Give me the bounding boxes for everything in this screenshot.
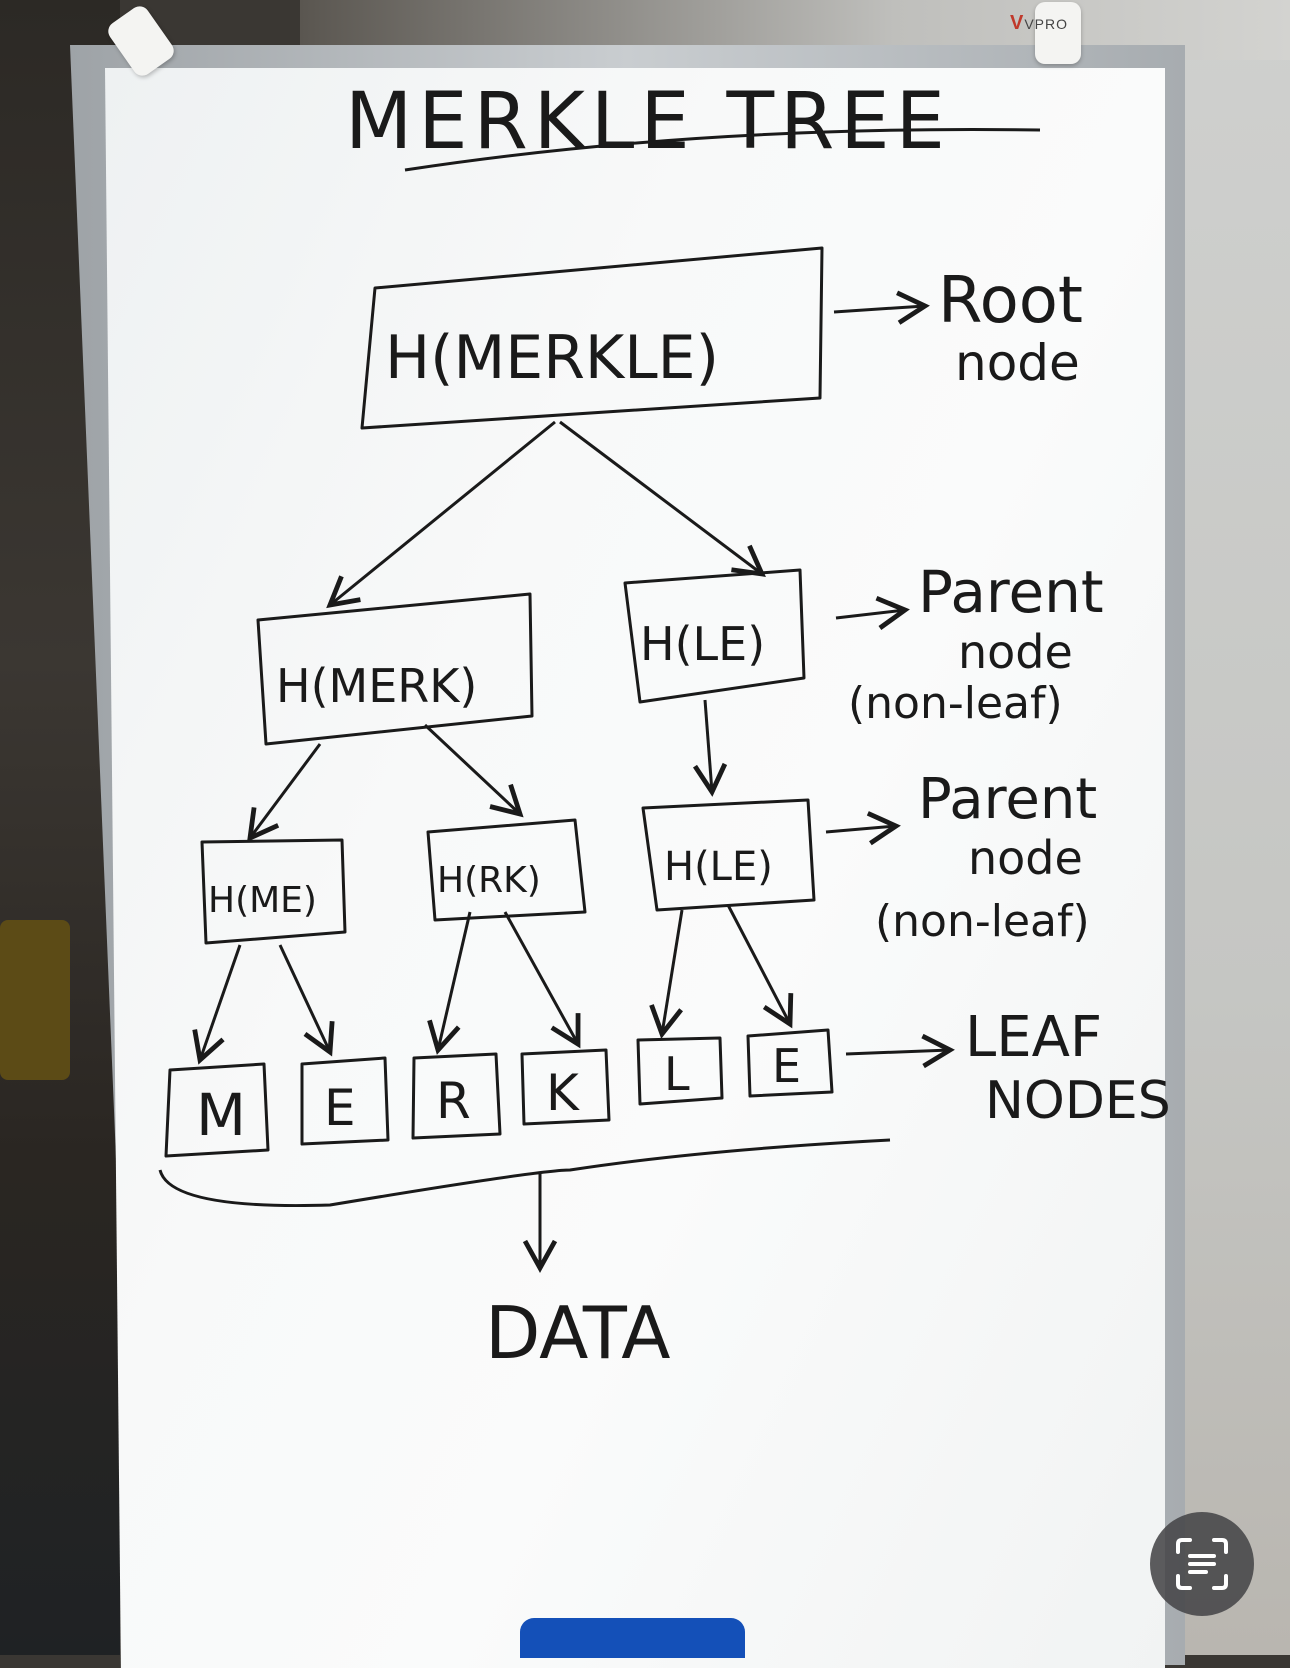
edge-rk-r <box>427 911 472 1055</box>
parent2-annotation-line3: (non-leaf) <box>875 896 1090 947</box>
whiteboard <box>105 68 1165 1668</box>
brand-label: VVPRO <box>1010 12 1069 34</box>
parent1-annotation-line1: Parent <box>918 558 1104 626</box>
leaf-label-k: K <box>546 1064 580 1122</box>
edge-root-le <box>559 420 766 577</box>
leaf-box-e2 <box>746 1028 834 1098</box>
leaf-label-m: M <box>196 1081 246 1149</box>
edge-merk-rk <box>423 723 524 818</box>
arrow-leaf-annotation <box>845 1033 955 1069</box>
chair-background <box>0 920 70 1080</box>
parent1-annotation-line2: node <box>958 625 1073 679</box>
edge-le-l <box>649 909 684 1039</box>
arrow-parent2-annotation <box>825 811 901 846</box>
root-node-label: H(MERKLE) <box>385 323 719 393</box>
root-annotation-line2: node <box>955 334 1080 392</box>
merk-node-box <box>256 592 534 746</box>
edge-le-e <box>726 904 794 1029</box>
root-node-box <box>360 246 824 430</box>
root-annotation-line1: Root <box>938 264 1083 338</box>
arrow-parent1-annotation <box>835 595 910 630</box>
data-label: DATA <box>485 1291 670 1375</box>
edge-root-merk <box>326 420 556 609</box>
arrow-root-annotation <box>833 290 930 325</box>
title-underline <box>404 128 1041 172</box>
data-brace <box>158 1138 891 1208</box>
merk-node-label: H(MERK) <box>276 659 477 713</box>
edge-me-m <box>192 944 242 1065</box>
parent2-annotation-line2: node <box>968 831 1083 885</box>
edge-rk-k <box>503 911 581 1049</box>
whiteboard-eraser <box>520 1618 745 1658</box>
leaf-box-m <box>164 1062 270 1158</box>
room-background-right <box>1180 0 1290 1655</box>
leaf-label-r: R <box>436 1072 471 1130</box>
edge-le-le <box>692 699 728 797</box>
leaf-box-k <box>520 1048 611 1126</box>
edge-merk-me <box>247 743 322 842</box>
le-bottom-node-box <box>641 798 816 912</box>
board-clip-right <box>1035 2 1081 64</box>
le-bottom-node-label: H(LE) <box>664 844 773 890</box>
le-top-node-label: H(LE) <box>640 617 765 671</box>
leaf-box-l <box>636 1036 724 1106</box>
parent2-annotation-line1: Parent <box>918 767 1097 832</box>
live-text-button[interactable] <box>1150 1512 1254 1616</box>
rk-node-box <box>426 818 587 922</box>
parent1-annotation-line3: (non-leaf) <box>848 678 1063 729</box>
rk-node-label: H(RK) <box>437 860 541 901</box>
edge-me-e <box>278 944 335 1057</box>
leaf-annotation-line1: LEAF <box>965 1005 1102 1070</box>
leaf-box-r <box>411 1052 502 1140</box>
leaf-box-e1 <box>300 1056 390 1146</box>
leaf-label-e2: E <box>772 1039 801 1093</box>
leaf-annotation-line2: NODES <box>985 1071 1171 1131</box>
me-node-box <box>200 838 347 945</box>
leaf-label-l: L <box>664 1047 690 1101</box>
me-node-label: H(ME) <box>208 880 317 921</box>
leaf-label-e1: E <box>324 1079 356 1137</box>
diagram-title: MERKLE TREE <box>345 77 951 167</box>
text-scan-icon <box>1176 1538 1228 1590</box>
